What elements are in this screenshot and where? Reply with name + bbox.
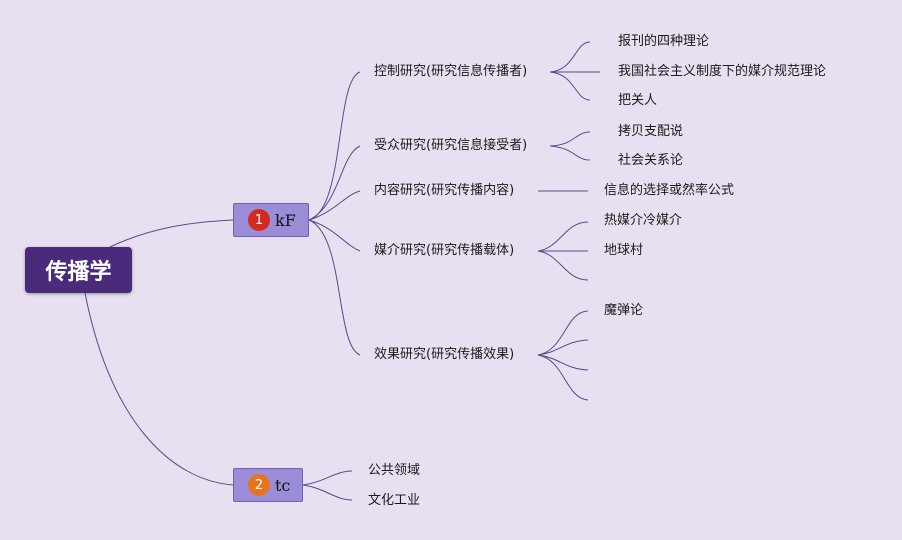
connector-control-3	[549, 71, 591, 101]
subtopic-audience-research[interactable]: 受众研究(研究信息接受者)	[374, 138, 528, 153]
connector-audience-1	[549, 131, 591, 147]
connector-control-1	[549, 41, 591, 73]
subtopic-media-research[interactable]: 媒介研究(研究传播载体)	[374, 243, 515, 258]
connector-effect-1	[537, 310, 589, 356]
connector-b1-audience	[308, 145, 361, 221]
connector-b1-control	[308, 71, 361, 221]
subtopic-culture-industry[interactable]: 文化工业	[368, 493, 421, 508]
subtopic-content-research[interactable]: 内容研究(研究传播内容)	[374, 183, 515, 198]
leaf-magic-bullet-theory[interactable]: 魔弹论	[604, 303, 644, 318]
leaf-global-village[interactable]: 地球村	[604, 243, 644, 258]
leaf-gatekeeper[interactable]: 把关人	[618, 93, 658, 108]
connector-audience-2	[549, 145, 591, 161]
connector-b1-media	[308, 219, 361, 252]
leaf-hot-cool-media[interactable]: 热媒介冷媒介	[604, 213, 683, 228]
root-topic[interactable]: 传播学	[25, 247, 132, 293]
priority-1-icon: 1	[248, 209, 270, 231]
priority-2-icon: 2	[248, 474, 270, 496]
connector-effect-4	[537, 354, 589, 401]
connector-root-branch-1	[109, 219, 234, 248]
subtopic-public-sphere[interactable]: 公共领域	[368, 463, 421, 478]
connector-root-branch-2	[84, 292, 234, 486]
branch-topic-1[interactable]: 1 kF	[233, 203, 309, 237]
connector-b2-public	[302, 470, 353, 486]
leaf-media-normative-theory[interactable]: 我国社会主义制度下的媒介规范理论	[618, 64, 827, 79]
subtopic-effect-research[interactable]: 效果研究(研究传播效果)	[374, 347, 515, 362]
connector-effect-2	[537, 339, 589, 356]
connector-media-3	[537, 250, 589, 281]
branch-topic-2-label: tc	[275, 475, 291, 495]
root-topic-label: 传播学	[45, 260, 112, 285]
connector-b1-content	[308, 190, 361, 221]
connector-b1-effect	[308, 219, 361, 356]
leaf-four-press-theories[interactable]: 报刊的四种理论	[618, 34, 710, 49]
connector-media-1	[537, 221, 589, 252]
connector-b2-culture	[302, 484, 353, 501]
leaf-social-relations[interactable]: 社会关系论	[618, 153, 684, 168]
leaf-selection-probability-formula[interactable]: 信息的选择或然率公式	[604, 183, 735, 198]
leaf-copy-dominance[interactable]: 拷贝支配说	[618, 124, 684, 139]
subtopic-control-research[interactable]: 控制研究(研究信息传播者)	[374, 64, 528, 79]
branch-topic-2[interactable]: 2 tc	[233, 468, 303, 502]
branch-topic-1-label: kF	[275, 210, 296, 230]
